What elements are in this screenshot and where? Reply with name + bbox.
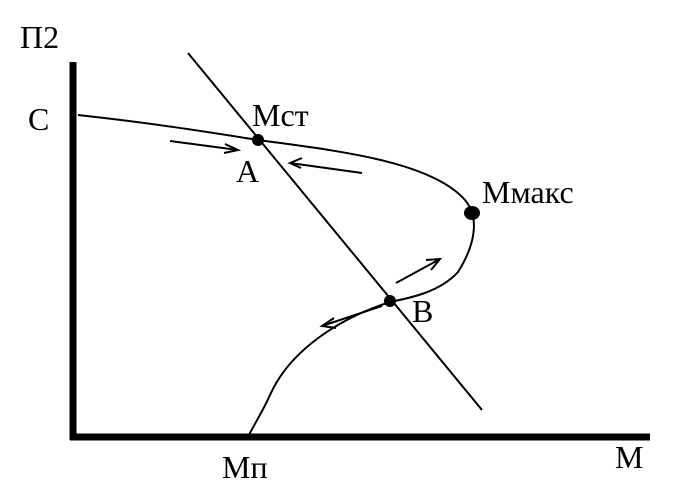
point-a-label: А: [236, 153, 259, 189]
arrow-down-from-b: [319, 305, 383, 329]
start-level-label: С: [28, 101, 49, 137]
y-axis-label: П2: [20, 19, 59, 55]
arrow-up-from-b: [395, 257, 443, 284]
load-characteristic-line: [187, 52, 483, 411]
x-axis-label: М: [615, 439, 643, 475]
point-a-moment-label: Мст: [252, 97, 309, 133]
point-a-marker: [252, 134, 264, 146]
arrow-right-to-a: [169, 140, 242, 154]
start-moment-label: Мп: [222, 449, 268, 485]
point-b-label: В: [412, 293, 433, 329]
max-moment-marker: [464, 206, 480, 220]
max-moment-label: Ммакс: [482, 174, 574, 210]
point-b-marker: [384, 295, 396, 307]
arrow-left-to-a: [287, 157, 363, 174]
motor-characteristic-curve: [77, 114, 475, 438]
